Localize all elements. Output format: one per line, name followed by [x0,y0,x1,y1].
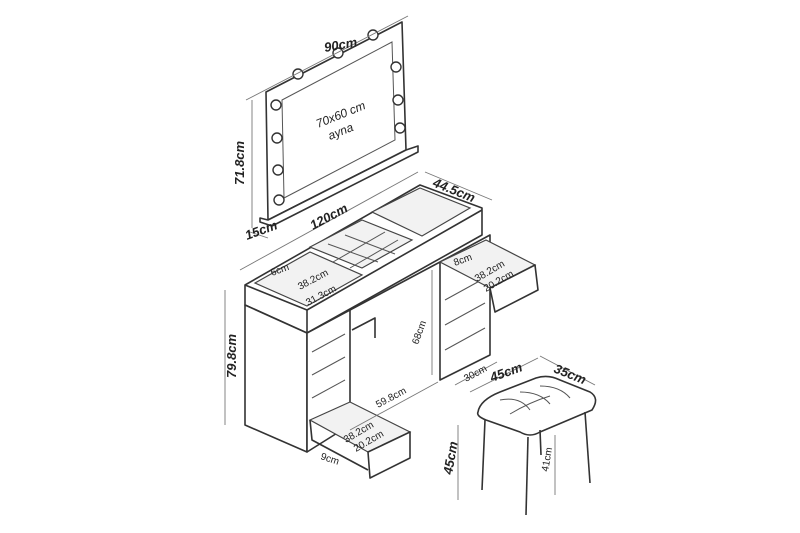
bulb-icon [272,164,284,176]
mirror-height-label: 71.8cm [232,140,247,185]
mirror-bulbs [270,29,406,206]
bulb-icon [292,68,304,80]
bulb-icon [367,29,379,41]
stool-leg-height-label: 41cm [540,447,555,473]
mirror-width-label: 90cm [323,34,359,55]
mirror-dimension-lines [245,15,409,239]
bulb-icon [271,132,283,144]
mirror-shelf-depth-label: 15cm [243,217,280,243]
stool-height-label: 45cm [440,440,461,477]
vanity-table [244,184,539,479]
mirror [259,21,419,227]
bulb-icon [394,122,406,134]
table-dimension-lines [224,171,498,431]
stool-width-label: 45cm [487,359,525,385]
bulb-icon [270,99,282,111]
bulb-icon [392,94,404,106]
bulb-icon [273,194,285,206]
table-height-label: 79.8cm [224,333,239,378]
leg-space-width-label: 59.8cm [374,386,408,411]
stool [457,355,597,516]
bulb-icon [390,61,402,73]
inner-height-label: 68cm [410,319,429,346]
